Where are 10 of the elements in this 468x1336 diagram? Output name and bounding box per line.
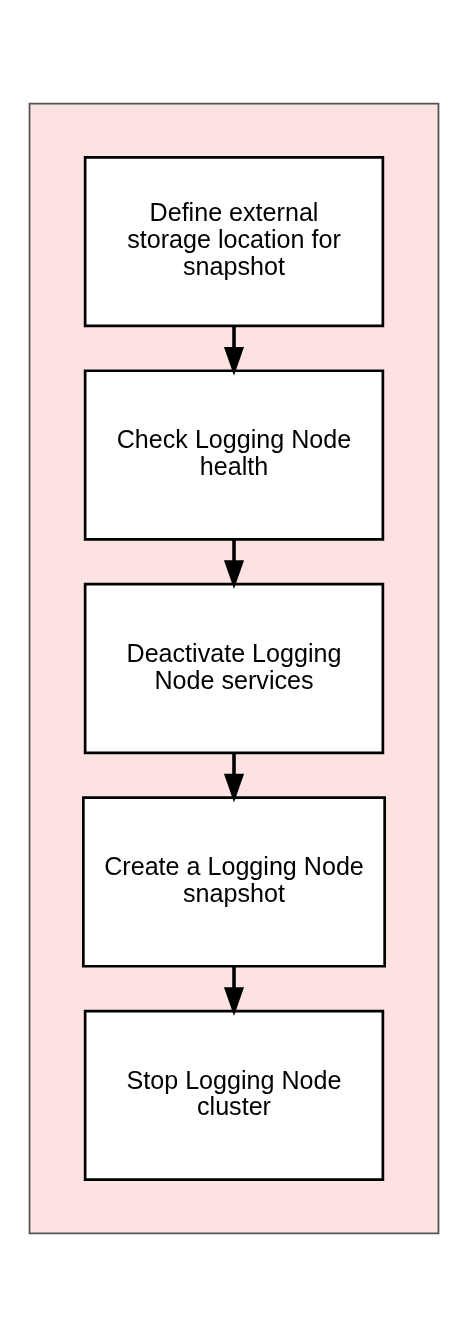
arrow [223, 752, 245, 803]
node-box: Create a Logging Node snapshot [82, 795, 386, 968]
arrow [223, 539, 245, 589]
node-box: Check Logging Node health [83, 368, 385, 541]
node-box: Stop Logging Node cluster [83, 1009, 385, 1181]
node-box: Define external storage location for snapshot [83, 155, 385, 327]
node-box: Deactivate Logging Node services [83, 582, 385, 754]
cluster [28, 102, 440, 1234]
arrow [223, 325, 245, 376]
arrow [223, 966, 245, 1016]
